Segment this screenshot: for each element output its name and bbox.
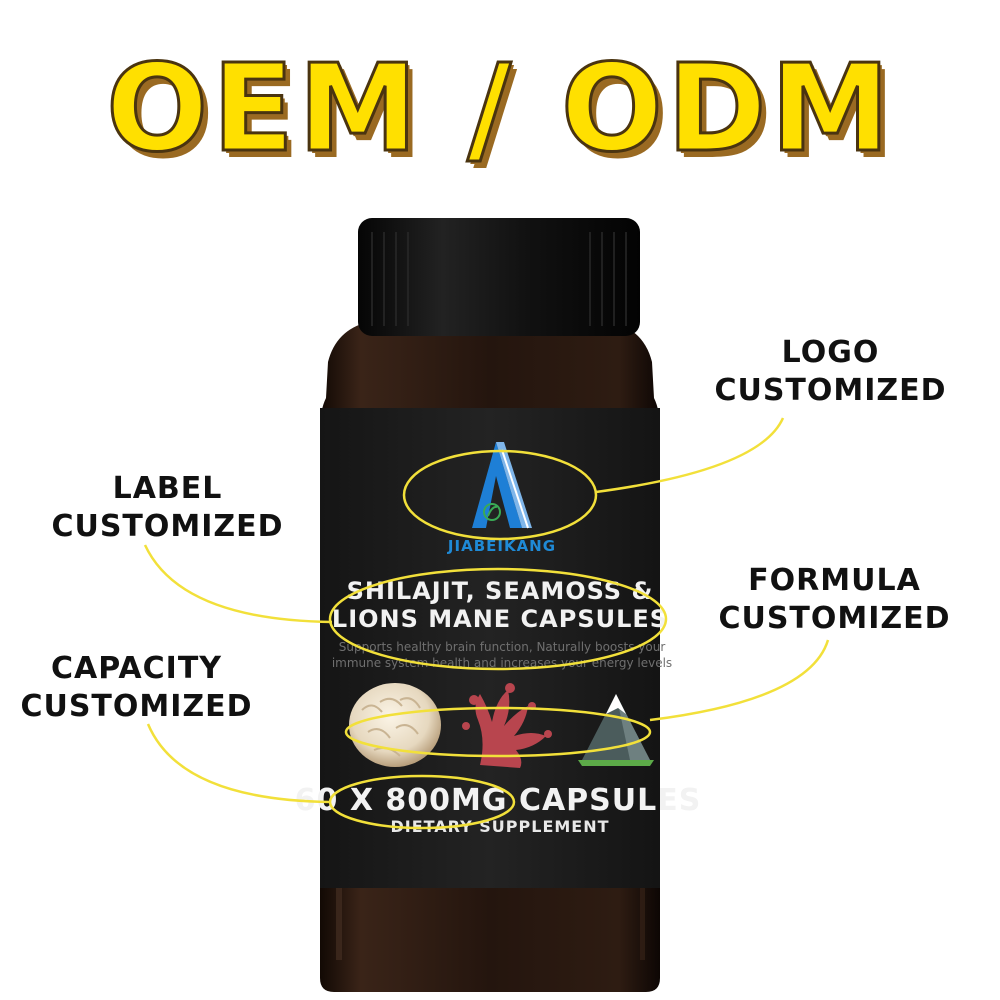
cap-ridges — [371, 232, 627, 326]
label-connector-line — [143, 544, 333, 624]
headline-oem-odm: OEM / ODM — [105, 39, 894, 181]
callout-logo-line2: CUSTOMIZED — [714, 373, 947, 408]
logo-connector-line — [595, 417, 785, 494]
callout-label-line1: LABEL — [112, 471, 223, 506]
callout-logo: LOGO CUSTOMIZED — [708, 334, 953, 410]
callout-capacity-line1: CAPACITY — [50, 651, 223, 686]
callout-formula-line2: CUSTOMIZED — [718, 601, 951, 636]
label-highlight-ellipse — [328, 567, 668, 671]
bottle-cap — [358, 218, 640, 336]
callout-formula-line1: FORMULA — [748, 563, 921, 598]
callout-label: LABEL CUSTOMIZED — [45, 470, 290, 546]
formula-highlight-ellipse — [344, 706, 652, 758]
callout-label-line2: CUSTOMIZED — [51, 509, 284, 544]
callout-formula: FORMULA CUSTOMIZED — [712, 562, 957, 638]
callout-capacity: CAPACITY CUSTOMIZED — [14, 650, 259, 726]
product-description-line2: immune system health and increases your … — [332, 656, 672, 670]
logo-highlight-ellipse — [402, 449, 598, 541]
product-description-line1: Supports healthy brain function, Natural… — [339, 640, 666, 654]
callout-annotations — [143, 417, 830, 830]
brand-name: JIABEIKANG — [447, 537, 556, 555]
product-title-line2: LIONS MANE CAPSULES — [332, 605, 668, 633]
callout-capacity-line2: CUSTOMIZED — [20, 689, 253, 724]
formula-connector-line — [649, 639, 830, 722]
capsule-count: 60 X 800MG CAPSULES — [295, 783, 702, 818]
callout-logo-line1: LOGO — [781, 335, 880, 370]
brand-logo — [472, 442, 532, 529]
capacity-connector-line — [146, 723, 331, 804]
supplement-type: DIETARY SUPPLEMENT — [390, 817, 609, 836]
product-title-line1: SHILAJIT, SEAMOSS & — [347, 577, 654, 605]
